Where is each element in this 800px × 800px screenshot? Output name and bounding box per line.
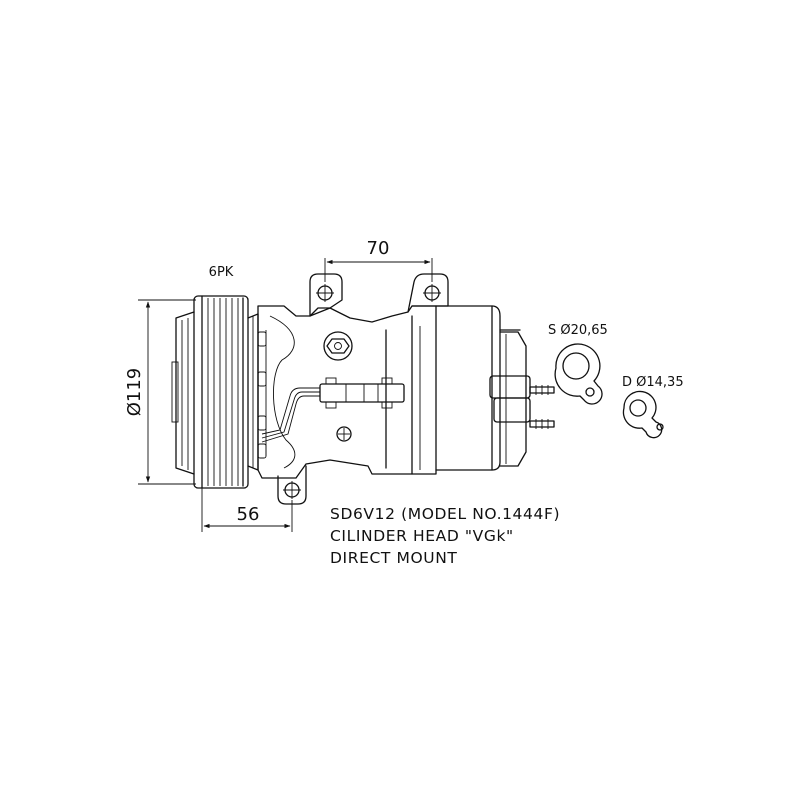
mount-ear-left [309, 273, 343, 317]
sensor-connector [319, 377, 405, 409]
front-housing [257, 305, 437, 479]
dimension-56: 56 [201, 488, 293, 532]
suction-gasket [554, 343, 603, 405]
note-mount-type: DIRECT MOUNT [330, 549, 457, 567]
stud-upper [529, 385, 555, 395]
dimension-diameter: Ø119 [124, 299, 196, 485]
dimension-diameter-label: Ø119 [124, 368, 145, 417]
hex-plug [323, 331, 353, 361]
screw-head [336, 426, 352, 442]
dimension-70-label: 70 [367, 238, 390, 259]
dimension-56-label: 56 [237, 504, 260, 525]
sensor-wires [261, 387, 320, 443]
note-cylinder-head: CILINDER HEAD "VGk" [330, 527, 514, 545]
clutch-neck [247, 313, 259, 471]
belt-type-label: 6PK [209, 265, 234, 280]
suction-fitting-label: S Ø20,65 [548, 323, 608, 338]
mount-ear-bottom [277, 465, 307, 505]
discharge-fitting-label: D Ø14,35 [622, 375, 684, 390]
dimension-70: 70 [324, 238, 433, 282]
mount-ear-right [407, 273, 449, 313]
note-model: SD6V12 (MODEL NO.1444F) [330, 505, 560, 523]
rear-head [435, 305, 531, 471]
pulley [171, 295, 249, 489]
discharge-gasket [622, 390, 664, 439]
stud-lower [529, 419, 555, 429]
